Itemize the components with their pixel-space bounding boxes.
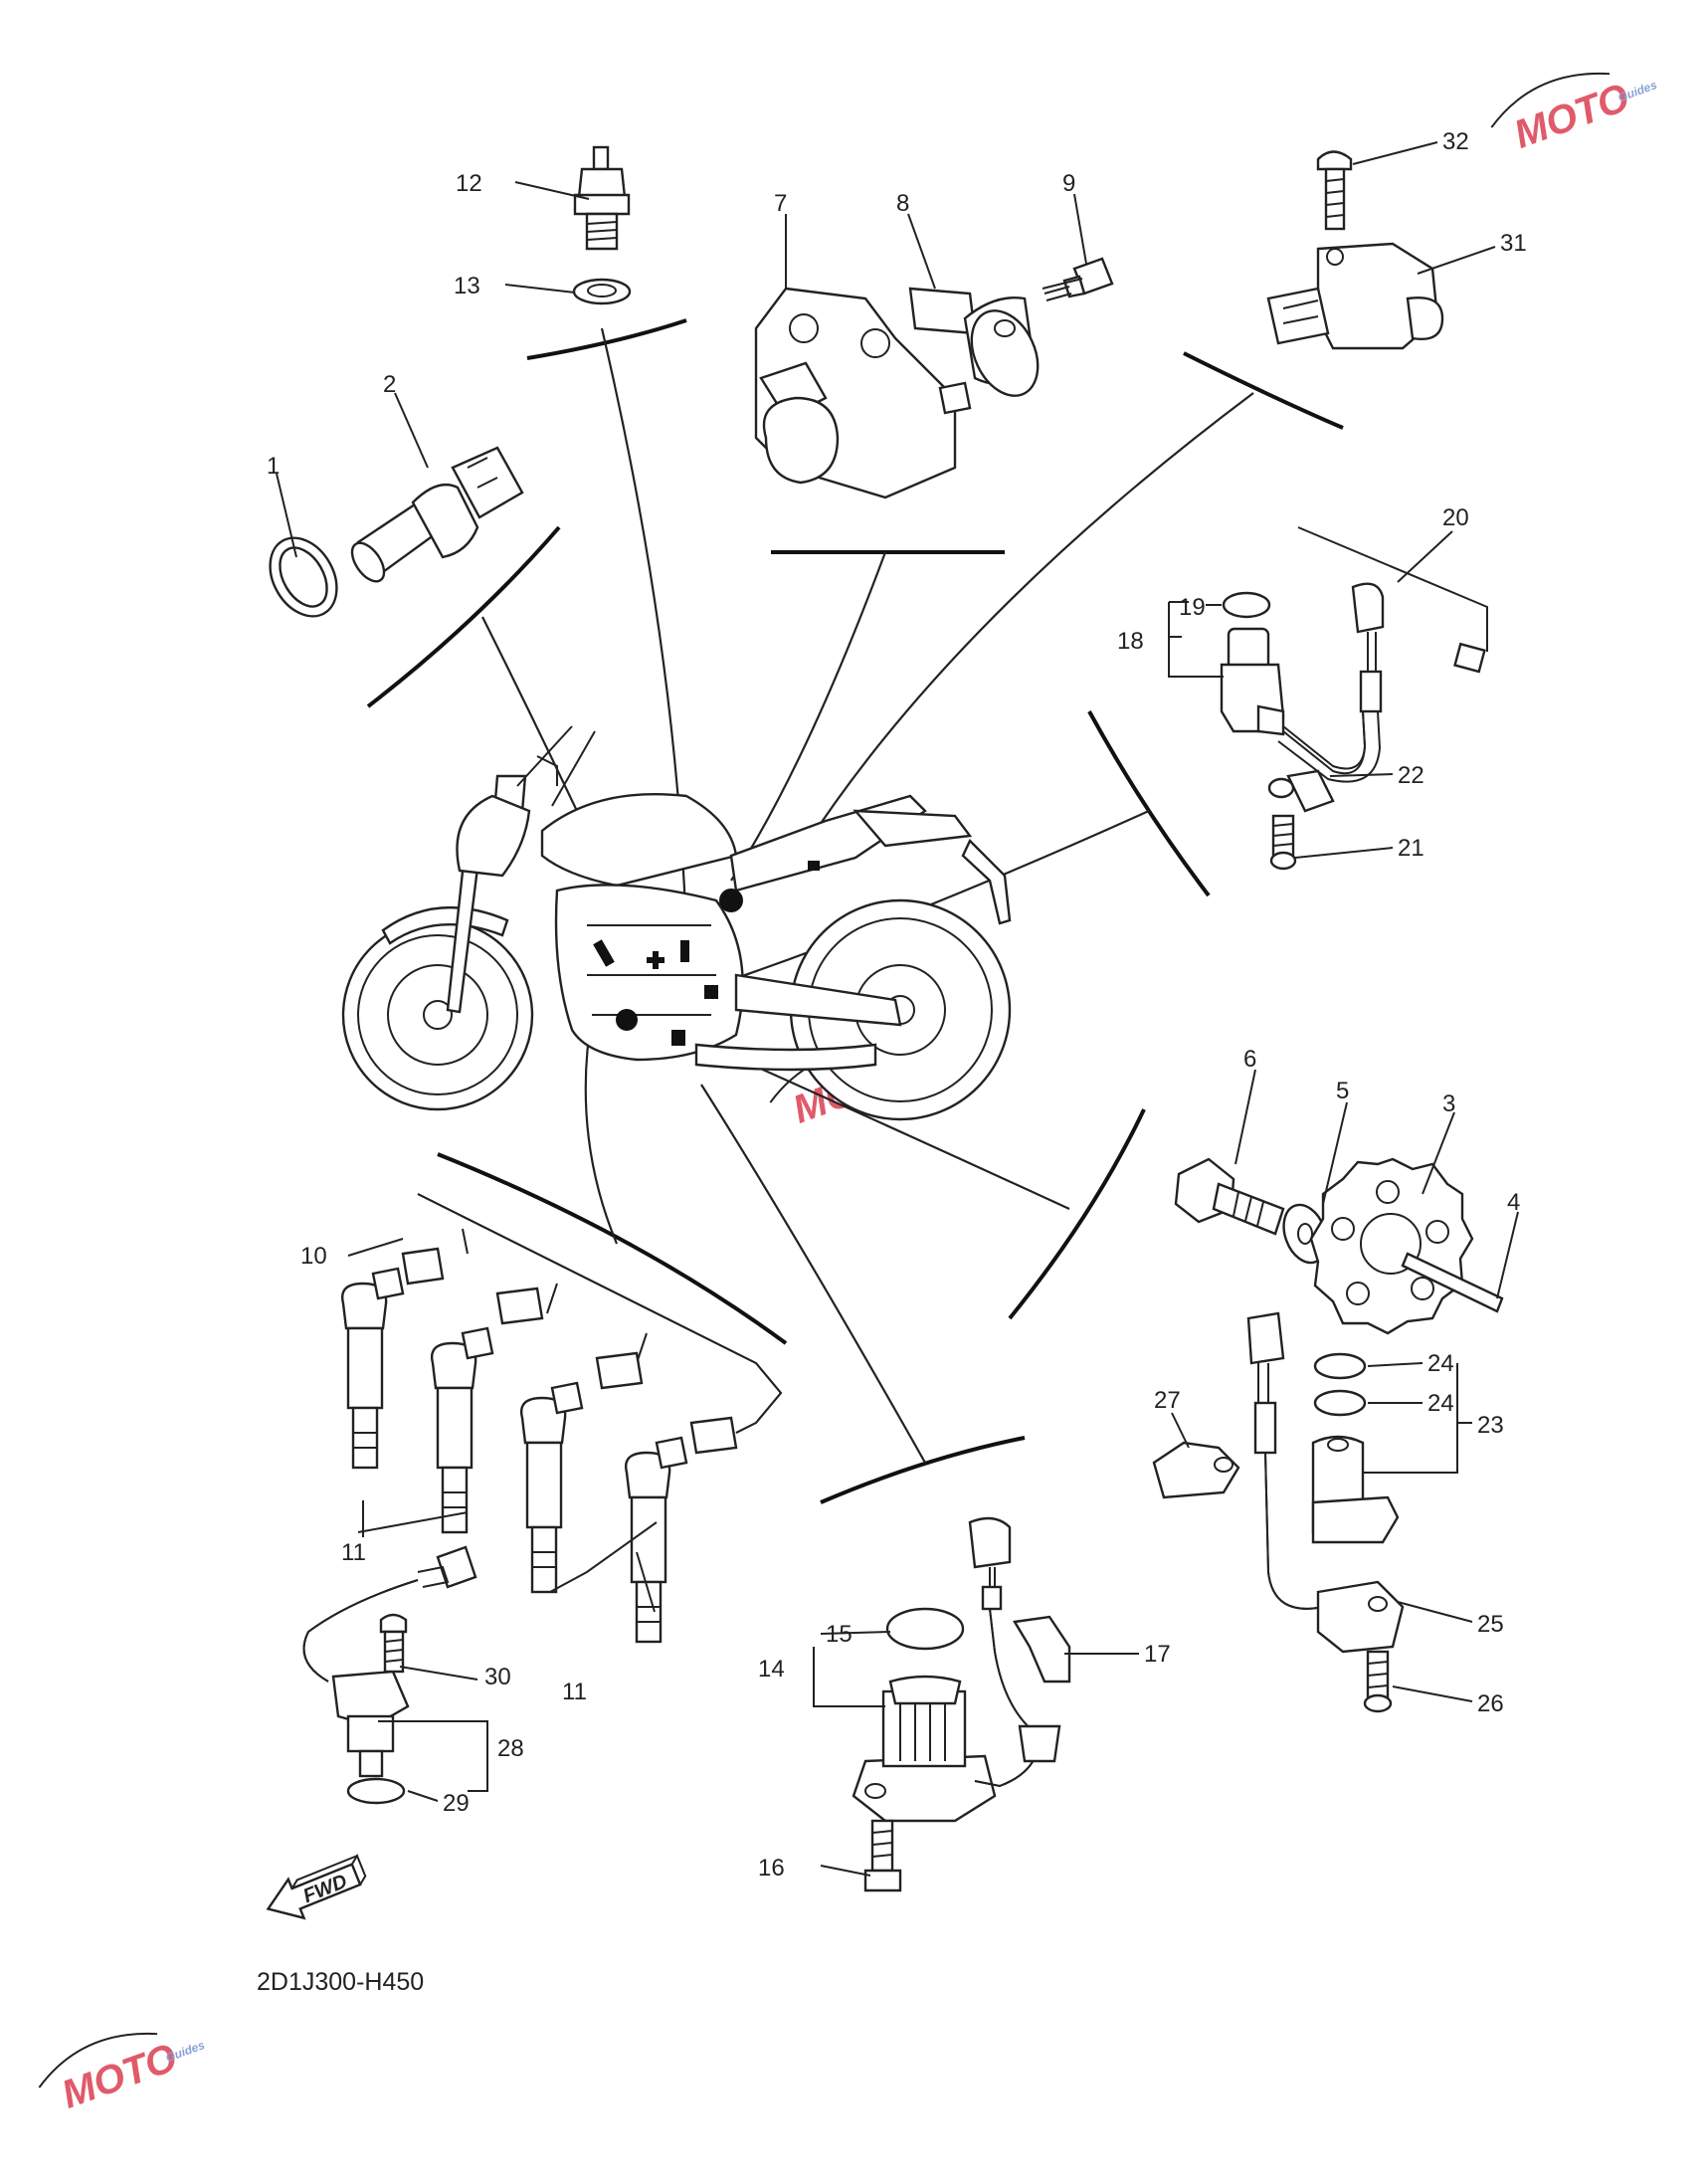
label-part-21: 21 <box>1398 835 1424 862</box>
label-part-12: 12 <box>456 170 482 197</box>
watermark-bottom-left-text: MOTO <box>56 2036 182 2117</box>
label-part-27: 27 <box>1154 1387 1181 1414</box>
callout-lines <box>276 141 1519 1877</box>
label-part-23: 23 <box>1477 1412 1504 1439</box>
part-30-bolt <box>379 1613 408 1674</box>
label-part-4: 4 <box>1507 1189 1520 1216</box>
part-29-o-ring <box>346 1777 406 1805</box>
part-25-bracket <box>1316 1580 1405 1654</box>
part-19-o-ring <box>1222 591 1271 619</box>
label-part-28: 28 <box>497 1735 524 1762</box>
label-part-1: 1 <box>267 453 280 480</box>
label-part-22: 22 <box>1398 762 1424 789</box>
part-14-cable <box>968 1516 1061 1788</box>
label-part-20: 20 <box>1442 504 1469 531</box>
part-14-sensor <box>852 1675 997 1823</box>
label-part-5: 5 <box>1336 1078 1349 1104</box>
watermark-bottom-left-sub: Guides <box>164 2038 207 2065</box>
part-26-bolt <box>1363 1650 1393 1713</box>
part-10-harness <box>401 1193 783 1455</box>
group-separators <box>366 318 1344 1504</box>
part-2-thermo-sensor <box>269 446 524 618</box>
label-part-6: 6 <box>1243 1046 1256 1073</box>
watermark-top-right: MOTO Guides <box>1490 72 1659 157</box>
fwd-arrow: FWD <box>266 1853 367 1920</box>
label-part-3: 3 <box>1442 1090 1455 1117</box>
watermark-top-right-sub: Guides <box>1616 78 1659 104</box>
label-part-13: 13 <box>454 273 480 299</box>
part-27-bracket <box>1152 1441 1240 1499</box>
part-18-sensor <box>1220 627 1285 736</box>
part-16-bolt <box>863 1819 902 1892</box>
label-part-29: 29 <box>443 1790 470 1817</box>
label-part-24-b: 24 <box>1427 1390 1454 1417</box>
label-part-15: 15 <box>826 1621 853 1648</box>
label-part-32: 32 <box>1442 128 1469 155</box>
part-12-pressure-switch <box>572 145 632 305</box>
label-part-16: 16 <box>758 1855 785 1882</box>
part-17-clamp <box>1013 1615 1071 1684</box>
diagram-code: 2D1J300-H450 <box>257 1968 424 1996</box>
label-part-2: 2 <box>383 371 396 398</box>
part-23-sensor <box>1311 1435 1400 1544</box>
label-part-11-c: 11 <box>560 1679 585 1705</box>
label-part-30: 30 <box>484 1664 511 1690</box>
label-part-24-a: 24 <box>1427 1350 1454 1377</box>
label-part-11-a: 11 <box>341 1539 366 1566</box>
part-4-pin <box>1401 1252 1504 1313</box>
part-28-sensor <box>302 1545 477 1778</box>
part-11-coil-1 <box>341 1267 405 1470</box>
label-part-8: 8 <box>896 190 909 217</box>
part-24-o-ring-1 <box>1313 1352 1367 1380</box>
part-labels: 1 2 3 4 5 6 7 8 9 10 11 11 11 12 13 14 1… <box>267 128 1527 1882</box>
part-7-sensor-assembly <box>754 287 972 499</box>
watermark-bottom-left: MOTO Guides <box>38 2032 207 2117</box>
label-part-19: 19 <box>1179 594 1206 621</box>
part-11-coil-4 <box>625 1436 688 1644</box>
watermark-top-right-text: MOTO <box>1508 76 1634 157</box>
part-8-sensor <box>908 287 1040 397</box>
label-part-26: 26 <box>1477 1690 1504 1717</box>
part-18-cable <box>1277 582 1385 783</box>
part-20-wire <box>1297 526 1488 674</box>
part-21-bolt <box>1269 814 1297 871</box>
part-32-screw <box>1316 150 1353 231</box>
part-6-bolt <box>1174 1157 1285 1236</box>
label-part-17: 17 <box>1144 1641 1171 1668</box>
label-part-18: 18 <box>1117 628 1144 655</box>
part-15-o-ring <box>885 1607 965 1651</box>
part-31-map-sensor <box>1266 242 1444 350</box>
label-part-9: 9 <box>1062 170 1075 197</box>
part-11-coil-3 <box>520 1381 584 1594</box>
label-part-31: 31 <box>1500 230 1527 257</box>
label-part-25: 25 <box>1477 1611 1504 1638</box>
part-22-clamp <box>1267 769 1335 813</box>
part-9-bolt <box>1042 257 1114 301</box>
label-part-14: 14 <box>758 1656 785 1683</box>
motorcycle-illustration <box>341 725 1012 1121</box>
label-part-11-b: 11 <box>562 1679 587 1705</box>
part-24-o-ring-2 <box>1313 1389 1367 1417</box>
label-part-10: 10 <box>300 1243 327 1270</box>
label-part-7: 7 <box>774 190 787 217</box>
part-11-coil-2 <box>431 1326 494 1534</box>
part-3-sprocket <box>1309 1157 1474 1335</box>
